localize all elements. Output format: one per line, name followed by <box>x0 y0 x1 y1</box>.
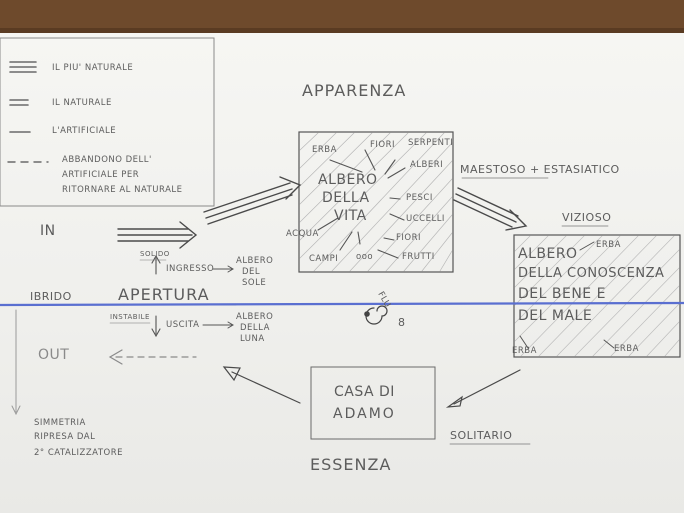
legend-label-artificiale: L'ARTIFICIALE <box>52 126 117 136</box>
legend-label-piu-naturale: IL PIU' NATURALE <box>52 63 134 73</box>
legend-label-abbandono-1: ABBANDONO DELL' <box>62 155 152 165</box>
out-dashed-arrow <box>108 349 197 365</box>
arrow-from-adam-house <box>222 366 301 404</box>
tree-of-knowledge-box <box>513 234 681 358</box>
tree-of-life-branches <box>317 149 406 259</box>
tree-of-life-box <box>298 131 454 273</box>
uscita-arrow <box>202 321 234 329</box>
arrow-to-adam-house <box>445 369 521 408</box>
simmetria-2: RIPRESA DAL <box>34 432 96 442</box>
knowledge-word-erba-1: ERBA <box>596 240 621 250</box>
tree-word-acqua: ACQUA <box>286 229 319 239</box>
tree-word-pesci: PESCI <box>406 193 433 203</box>
arrow-to-tree-of-life <box>203 176 302 225</box>
tree-of-knowledge-strokes <box>519 241 615 349</box>
flusso-spiral-icon <box>364 305 388 325</box>
label-solido: SOLIDO <box>140 250 170 258</box>
adam-house-title-1: CASA DI <box>334 384 395 400</box>
legend-symbol-double-line <box>9 99 29 106</box>
tree-word-fiori-2: FIORI <box>396 233 421 243</box>
tree-word-ooo: ooo <box>356 252 374 262</box>
tree-word-erba: ERBA <box>312 145 337 155</box>
tree-word-fiori: FIORI <box>370 140 395 150</box>
tree-of-life-title-3: VITA <box>334 208 367 224</box>
tree-of-life-hatching <box>299 132 453 272</box>
simmetria-3: 2° CATALIZZATORE <box>34 448 123 458</box>
label-ibrido: IBRIDO <box>30 290 72 303</box>
albero-luna-3: LUNA <box>240 334 265 344</box>
label-flusso-num: 8 <box>398 316 406 329</box>
tree-word-frutti: FRUTTI <box>402 252 435 262</box>
legend-label-naturale: IL NATURALE <box>52 98 112 108</box>
tree-word-uccelli: UCCELLI <box>406 214 445 224</box>
symmetry-line <box>11 309 21 416</box>
albero-luna-2: DELLA <box>240 323 270 333</box>
label-ingresso: INGRESSO <box>166 264 215 274</box>
label-maestoso: MAESTOSO + ESTASIATICO <box>460 163 620 176</box>
legend-label-abbandono-2: ARTIFICIALE PER <box>62 170 140 180</box>
albero-sole-1: ALBERO <box>236 256 274 266</box>
knowledge-title-1: ALBERO <box>518 246 578 262</box>
tree-word-serpenti: SERPENTI <box>408 138 454 148</box>
albero-luna-1: ALBERO <box>236 312 274 322</box>
legend-frame <box>0 37 215 207</box>
legend-label-abbandono-3: RITORNARE AL NATURALE <box>62 185 183 195</box>
knowledge-title-4: DEL MALE <box>518 308 593 324</box>
in-triple-arrow <box>117 221 198 249</box>
knowledge-word-erba-2: ERBA <box>512 346 537 356</box>
tree-of-life-title-2: DELLA <box>322 190 370 206</box>
simmetria-1: SIMMETRIA <box>34 418 86 428</box>
blue-divider-line <box>0 301 684 307</box>
knowledge-word-erba-3: ERBA <box>614 344 639 354</box>
solid-up-arrow <box>151 254 161 275</box>
label-vizioso: VIZIOSO <box>562 211 612 224</box>
label-instabile: INSTABILE <box>110 313 150 321</box>
ingresso-arrow <box>212 265 234 273</box>
paper-sheet <box>0 33 684 513</box>
adam-house-box <box>310 366 436 440</box>
label-apparenza: APPARENZA <box>302 81 407 100</box>
label-out: OUT <box>38 347 70 363</box>
tree-word-alberi: ALBERI <box>410 160 444 170</box>
label-uscita: USCITA <box>166 320 200 330</box>
arrow-to-tree-of-knowledge <box>453 187 528 231</box>
tree-word-campi: CAMPI <box>309 254 339 264</box>
albero-sole-3: SOLE <box>242 278 267 288</box>
adam-house-title-2: ADAMO <box>333 406 396 422</box>
label-solitario: SOLITARIO <box>450 429 513 442</box>
tree-of-life-title-1: ALBERO <box>318 172 378 188</box>
albero-sole-2: DEL <box>242 267 261 277</box>
legend-symbol-triple-line <box>9 61 37 73</box>
knowledge-title-3: DEL BENE E <box>518 286 606 302</box>
label-apertura: APERTURA <box>118 285 210 304</box>
label-in: IN <box>40 223 56 239</box>
unstable-down-arrow <box>151 315 161 338</box>
knowledge-title-2: DELLA CONOSCENZA <box>518 266 665 281</box>
label-essenza: ESSENZA <box>310 455 392 474</box>
